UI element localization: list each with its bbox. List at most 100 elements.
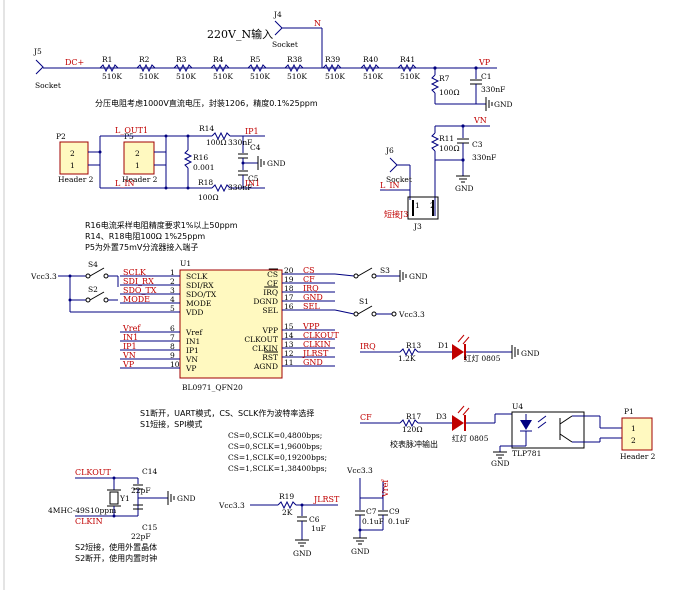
net-clkout-label: CLKOUT [75,468,111,477]
u1-left-pin-number: 7 [170,333,175,342]
u1-right-pin-name: AGND [253,362,278,371]
current-sense-wiring [88,131,265,193]
cf-pulse-circuit [360,405,622,459]
note-s2-open: S2断开，使用内置时钟 [75,553,157,563]
j5-ref: J5 [33,47,42,56]
gnd-label-6: GND [491,459,510,468]
u4-ref: U4 [512,402,523,411]
u1-left-net-label: VP [122,360,135,369]
divider-resistor-ref: R3 [176,55,187,64]
socket-j4 [274,20,323,68]
u1-right-pin-name: IRQ [263,288,278,297]
divider-resistor-chain: R1510KR2510KR3510KR4510KR5510KR38510KR39… [99,55,420,81]
p1-value: Header 2 [620,452,656,461]
p2-pin2: 2 [70,149,75,158]
u1-right-pin-name: SEL [262,306,278,315]
net-vp-label: VP [478,58,491,67]
u1-left-pin-number: 6 [170,324,175,333]
c4-ref: C4 [250,143,261,152]
j4-ref: J4 [273,10,282,19]
c1-value: 330nF [481,85,505,94]
note-p5: P5为外置75mV分流器接入端子 [85,242,198,252]
u1-right-pin-name: CLKOUT [244,335,278,344]
r7-c1-group [430,66,493,111]
p2-ref: P2 [56,132,66,141]
u1-right-pin-number: 13 [284,340,294,349]
d1-ref: D1 [438,341,449,350]
u1-right-net-label: CLKIN [303,340,331,349]
u1-right-net-label: CS [303,266,315,275]
net-vn-label: VN [473,116,487,125]
net-vref-label: Vref [381,479,390,498]
gnd-label-3: GND [267,159,286,168]
d3-ref: D3 [436,412,447,421]
divider-resistor-value: 510K [325,72,345,81]
divider-resistor-value: 510K [400,72,420,81]
r17-ref: R17 [406,412,421,421]
divider-resistor [284,63,304,73]
r14-ref: R14 [199,124,214,133]
d3-value: 红灯 0805 [452,433,489,443]
u1-left-net-label: IN1 [123,333,138,342]
u1-left-pin-number: 4 [170,295,175,304]
note-sel-spi: S1短接，SPI模式 [140,419,202,429]
r18-value: 100Ω [198,193,219,202]
baud-row-0: CS=0,SCLK=0,4800bps; [228,431,322,440]
u1-right-pin-name: CLKIN [252,344,278,353]
header-p1 [621,417,653,451]
vcc33-label-2: Vcc3.3 [398,310,425,319]
divider-resistor-value: 510K [102,72,122,81]
decoupling-circuit [353,478,388,545]
r16-ref: R16 [193,153,208,162]
r11-ref: R11 [439,134,454,143]
divider-resistor [247,63,267,73]
vcc33-label-4: Vcc3.3 [346,466,373,475]
socket-j5 [35,59,44,75]
net-cf-label: CF [360,413,372,422]
socket-j6 [380,157,439,220]
j3-short-label: 短接J3 [384,209,408,219]
note-sel-uart: S1断开，UART模式，CS、SCLK作为波特率选择 [140,408,314,418]
u1-left-pin-number: 5 [170,304,175,313]
u1-left-net-label: Vref [122,324,141,333]
u1-left-pin-name: SCLK [186,272,208,281]
j6-ref: J6 [385,146,394,155]
note-r14: R14、R18电阻100Ω 1%25ppm [85,231,205,241]
u1-left-pin-number: 10 [170,360,180,369]
divider-resistor [210,63,230,73]
p2-value: Header 2 [58,175,94,184]
u1-right-net-label: SEL [303,302,320,311]
c3-ref: C3 [472,140,483,149]
j6-value: Socket [386,175,412,184]
note-r16: R16电流采样电阻精度要求1%以上50ppm [85,220,238,230]
p5-pin1: 1 [135,161,140,170]
u1-right-net-label: CF [303,275,315,284]
ic-u1-body [179,269,283,379]
p5-value: Header 2 [122,175,158,184]
jumper-j3-body [407,196,439,220]
divider-resistor-value: 510K [250,72,270,81]
switches-right [353,267,407,317]
divider-resistor-ref: R4 [213,55,224,64]
u1-ref: U1 [180,259,191,268]
vcc33-label-3: Vcc3.3 [218,501,245,510]
u1-right-pin-number: 14 [284,331,294,340]
u1-right-net-label: GND [303,293,323,302]
r16-value: 0.001 [193,163,214,172]
u1-left-net-label: VN [122,351,136,360]
u1-right-net-label: GND [303,358,323,367]
c5-value: 330nF [228,183,252,192]
u1-right-pin-number: 11 [284,358,294,367]
divider-resistor [173,63,193,73]
j3-pin1: 1 [415,201,420,210]
optocoupler-u4 [511,411,585,449]
y1-value: 4MHC-49S10ppm [48,506,116,515]
divider-resistor-value: 510K [287,72,307,81]
p2-pin1: 1 [70,161,75,170]
r18-ref: R18 [198,178,213,187]
d1-value: 红灯 0805 [464,353,501,363]
net-jlrst-label: JLRST [313,495,340,504]
note-pulse: 校表脉冲输出 [390,439,438,449]
u1-sel-switch-wire [334,309,355,315]
